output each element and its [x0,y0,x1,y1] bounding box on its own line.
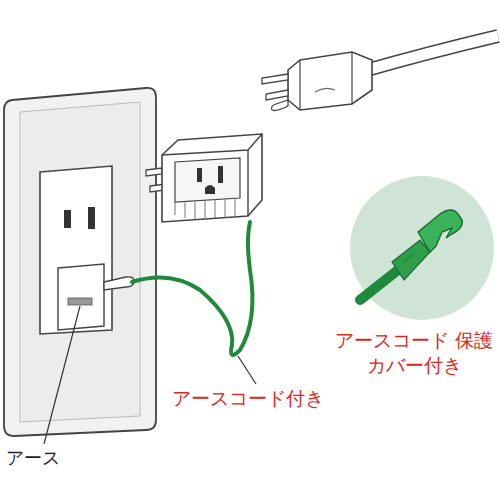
label: アース [6,446,60,469]
label: アースコード 保護カバー付き [332,328,496,377]
earth-terminal-detail [360,210,462,300]
wall-plate [4,88,156,436]
leader-line [44,306,80,444]
label: アースコード付き [172,386,324,411]
leader-line [238,356,256,384]
power-plug [262,36,498,111]
detail-circle [350,176,494,320]
earth-wire [132,222,252,355]
socket-slot [88,207,95,229]
earth-terminal [68,298,92,305]
plug-adapter [146,134,262,222]
plate-inner [20,102,140,422]
outlet-panel [40,166,112,334]
earth-lug [104,277,134,290]
socket-slot [64,210,71,228]
earth-terminal-box [58,264,104,330]
